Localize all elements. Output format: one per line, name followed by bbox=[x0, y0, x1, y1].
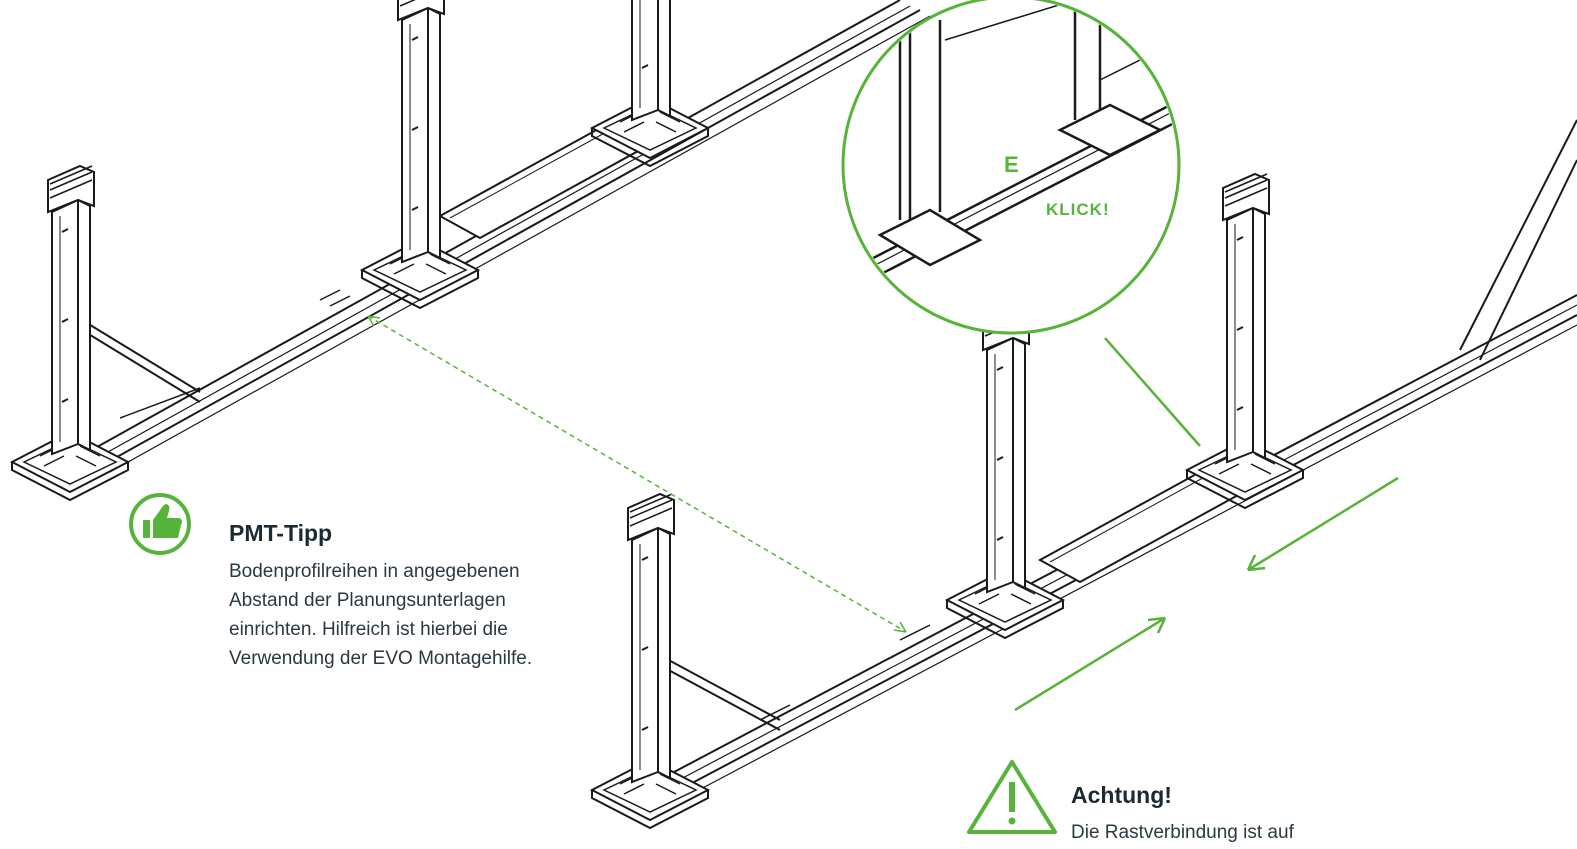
warning-line: Die Rastverbindung ist auf bbox=[1071, 822, 1294, 843]
zoom-detail-circle bbox=[841, 0, 1201, 447]
warning-text: Die Rastverbindung ist auf bbox=[1071, 818, 1471, 847]
tip-title: PMT-Tipp bbox=[229, 520, 333, 546]
lower-profile-row bbox=[591, 119, 1577, 829]
warning-title: Achtung! bbox=[1071, 782, 1172, 808]
tip-line: einrichten. Hilfreich ist hierbei die bbox=[229, 619, 508, 640]
spacing-dimension-arrow bbox=[367, 315, 907, 633]
zoom-click-label: KLICK! bbox=[1046, 200, 1110, 219]
upper-profile-row bbox=[11, 0, 931, 501]
zoom-part-label: E bbox=[1004, 152, 1019, 177]
tip-line: Abstand der Planungsunterlagen bbox=[229, 590, 506, 611]
thumbs-up-icon bbox=[129, 493, 191, 555]
push-arrows bbox=[1014, 476, 1399, 712]
tip-text: Bodenprofilreihen in angegebenen Abstand… bbox=[229, 557, 629, 673]
tip-line: Bodenprofilreihen in angegebenen bbox=[229, 561, 520, 582]
tip-line: Verwendung der EVO Montagehilfe. bbox=[229, 648, 533, 669]
warning-triangle-icon bbox=[967, 760, 1057, 834]
